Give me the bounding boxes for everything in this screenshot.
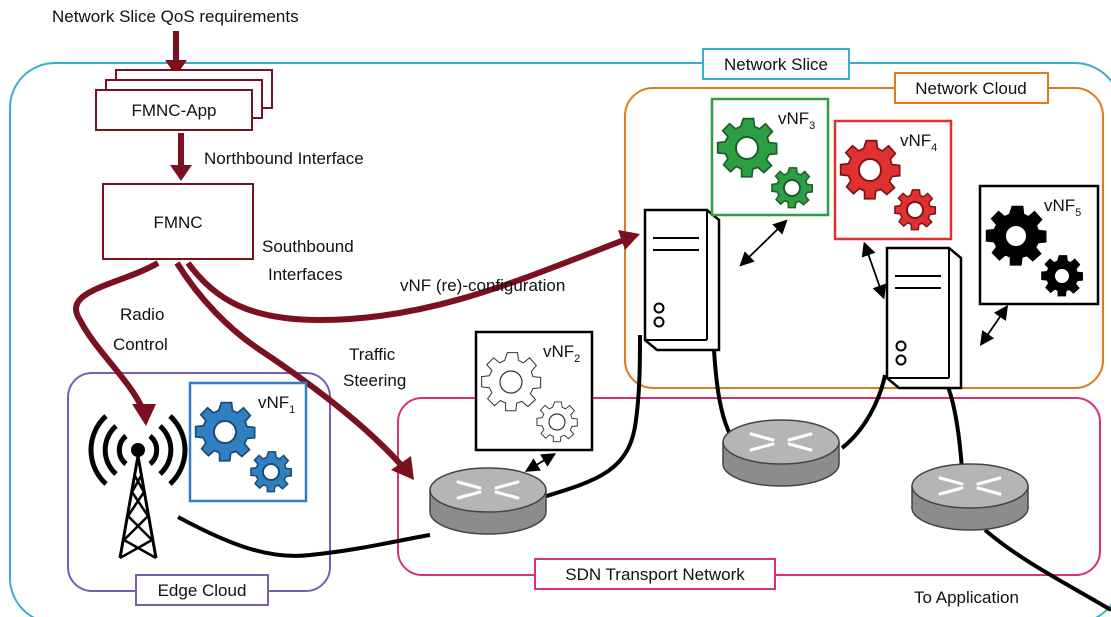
to-application-label: To Application xyxy=(914,588,1019,607)
vnf-reconfiguration-label: vNF (re)-configuration xyxy=(400,276,565,295)
vnf3-server-link xyxy=(739,219,788,267)
traffic-steering-label-line2: Steering xyxy=(343,371,406,390)
vnf5-label: vNF5 xyxy=(1044,196,1081,219)
radio-control-label-line1: Radio xyxy=(120,305,164,324)
server-icon xyxy=(885,246,963,390)
radio-control-label-line2: Control xyxy=(113,335,168,354)
link-tower-router1 xyxy=(177,515,431,558)
vnf4-label: vNF4 xyxy=(900,131,937,154)
traffic-steering-arrow xyxy=(174,261,405,468)
edge-cloud-label: Edge Cloud xyxy=(158,581,247,600)
radio-tower-icon xyxy=(88,414,188,560)
northbound-interface-label: Northbound Interface xyxy=(204,149,364,168)
network-slice-region xyxy=(9,62,1111,617)
router-icon xyxy=(721,418,841,488)
vnf2-router-link xyxy=(524,453,557,472)
network-cloud-label: Network Cloud xyxy=(915,79,1027,98)
vnf1-box: vNF1 xyxy=(188,381,308,503)
vnf5-box: vNF5 xyxy=(978,184,1100,306)
network-slice-label-box xyxy=(702,48,850,80)
router-icon xyxy=(428,466,548,536)
edge-cloud-label-box xyxy=(135,574,269,606)
link-router3-application xyxy=(983,528,1111,612)
fmnc-app-box xyxy=(95,89,253,131)
router-icon xyxy=(910,462,1030,532)
vnf3-label: vNF3 xyxy=(778,109,815,132)
link-server2-router3 xyxy=(943,379,964,471)
vnf4-box: vNF4 xyxy=(833,119,953,241)
sdn-transport-label-box xyxy=(534,558,776,590)
vnf2-label: vNF2 xyxy=(543,342,580,365)
sdn-transport-label: SDN Transport Network xyxy=(565,565,745,584)
radio-control-arrow xyxy=(73,260,160,412)
southbound-label-line2: Interfaces xyxy=(268,265,343,284)
fmnc-label: FMNC xyxy=(153,213,202,232)
vnf2-box: vNF2 xyxy=(474,330,594,452)
server-icon xyxy=(643,208,721,352)
vnf3-box: vNF3 xyxy=(710,97,830,217)
vnf4-server-link xyxy=(861,241,887,300)
southbound-label-line1: Southbound xyxy=(262,237,354,256)
vnf-reconfiguration-arrow xyxy=(185,237,626,324)
link-router2-server2 xyxy=(840,374,887,450)
link-router1-server1 xyxy=(539,334,642,500)
vnf5-server-link xyxy=(979,305,1009,346)
network-cloud-label-box xyxy=(894,72,1049,104)
network-slice-label: Network Slice xyxy=(724,55,828,74)
traffic-steering-label-line1: Traffic xyxy=(349,345,396,364)
fmnc-app-label: FMNC-App xyxy=(131,101,216,120)
fmnc-box xyxy=(102,183,254,260)
qos-requirements-label: Network Slice QoS requirements xyxy=(52,7,299,26)
vnf1-label: vNF1 xyxy=(258,393,295,416)
